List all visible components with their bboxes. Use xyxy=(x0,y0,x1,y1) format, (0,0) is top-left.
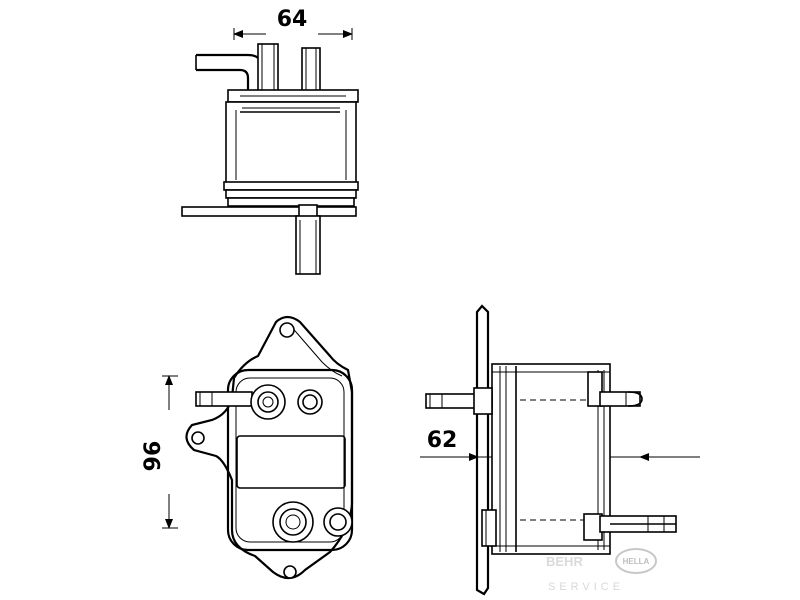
dimension-height-front: 96 xyxy=(141,375,178,529)
dimension-label-96: 96 xyxy=(141,441,166,472)
side-view: 62 xyxy=(420,304,700,596)
behr-hella-logo: BEHR HELLA SERVICE xyxy=(546,548,657,593)
logo-brand-text: BEHR xyxy=(546,554,583,569)
dimension-width-top: 64 xyxy=(233,7,353,40)
dimension-label-64: 64 xyxy=(277,7,308,32)
logo-service-text: SERVICE xyxy=(548,581,624,593)
front-view: 96 xyxy=(141,315,354,580)
logo-partner-text: HELLA xyxy=(623,557,650,566)
top-view: 64 xyxy=(181,7,359,275)
dimension-label-62: 62 xyxy=(427,428,458,453)
